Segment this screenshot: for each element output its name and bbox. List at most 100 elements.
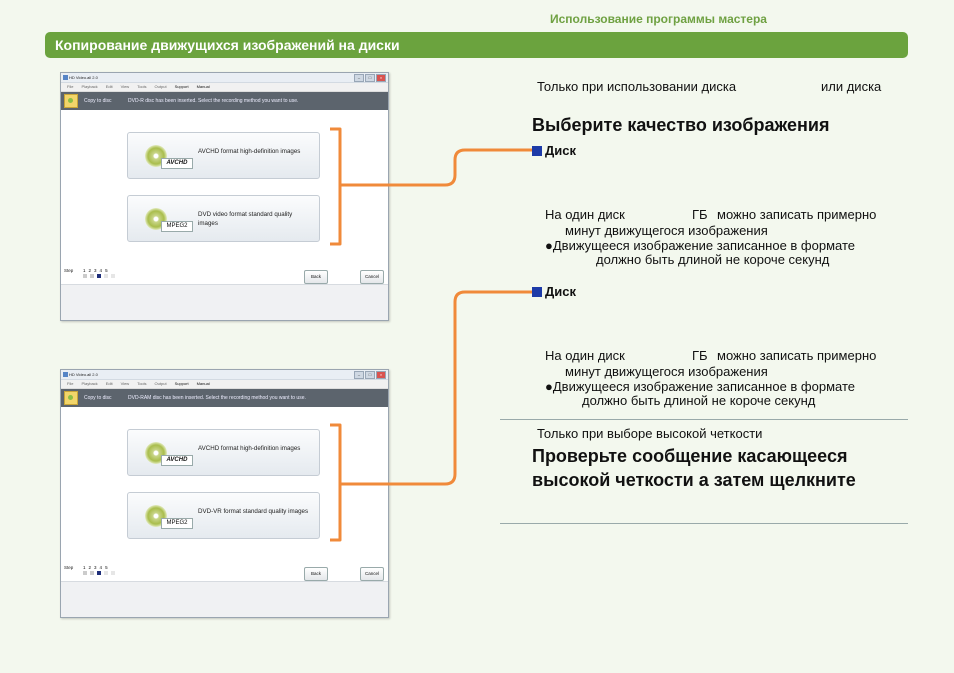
capacity-unit: ГБ bbox=[692, 207, 708, 222]
close-icon[interactable]: × bbox=[376, 371, 386, 379]
step-box bbox=[90, 571, 94, 575]
app-window-dvd-r: HD Video.all 2.0 –□× File Playback Edit … bbox=[60, 72, 389, 321]
topic-bar bbox=[45, 32, 908, 58]
avchd-badge: AVCHD bbox=[161, 158, 193, 169]
step-box bbox=[83, 571, 87, 575]
mpeg2-option-button[interactable]: MPEG2 DVD-VR format standard quality ima… bbox=[127, 492, 320, 539]
step-label: Step bbox=[64, 565, 74, 570]
step-box-current bbox=[97, 274, 101, 278]
note-disc-a: Только при использовании диска bbox=[537, 79, 737, 94]
close-icon[interactable]: × bbox=[376, 74, 386, 82]
step-box bbox=[83, 274, 87, 278]
avchd-option-button[interactable]: AVCHD AVCHD format high-definition image… bbox=[127, 132, 320, 179]
length-note-1: ●Движущееся изображение записанное в фор… bbox=[545, 238, 856, 253]
copy-disc-icon bbox=[64, 391, 78, 405]
mpeg2-badge: MPEG2 bbox=[161, 221, 193, 232]
option-label: DVD video format standard quality images bbox=[198, 211, 293, 227]
option-label: DVD-VR format standard quality images bbox=[198, 508, 309, 515]
option-label: AVCHD format high-definition images bbox=[198, 148, 301, 155]
length-note-1: ●Движущееся изображение записанное в фор… bbox=[545, 379, 856, 394]
menu-playback[interactable]: Playback bbox=[81, 84, 98, 89]
task-name: Copy to disc bbox=[84, 395, 112, 401]
menu-tools[interactable]: Tools bbox=[137, 84, 147, 89]
window-titlebar: HD Video.all 2.0 –□× bbox=[61, 73, 388, 83]
app-icon bbox=[63, 372, 68, 377]
note-disc-b: или диска bbox=[821, 79, 882, 94]
task-message: DVD-RAM disc has been inserted. Select t… bbox=[128, 395, 306, 401]
step-box bbox=[104, 571, 108, 575]
disk-label-2: Диск bbox=[532, 284, 576, 299]
menu-support[interactable]: Support bbox=[174, 381, 189, 386]
note-high-definition: Только при выборе высокой четкости bbox=[537, 426, 763, 441]
maximize-icon[interactable]: □ bbox=[365, 74, 375, 82]
app-window-dvd-ram: HD Video.all 2.0 –□× File Playback Edit … bbox=[60, 369, 389, 618]
menu-edit[interactable]: Edit bbox=[105, 381, 113, 386]
step-number: 2 bbox=[88, 565, 92, 570]
menu-file[interactable]: File bbox=[67, 381, 74, 386]
back-button[interactable]: Back bbox=[304, 567, 328, 581]
maximize-icon[interactable]: □ bbox=[365, 371, 375, 379]
window-footer bbox=[61, 284, 388, 320]
menu-view[interactable]: View bbox=[120, 381, 130, 386]
task-message: DVD-R disc has been inserted. Select the… bbox=[128, 98, 299, 104]
step-number: 5 bbox=[105, 268, 108, 273]
step-number: 4 bbox=[99, 268, 103, 273]
bracket-top bbox=[330, 127, 342, 246]
menu-output[interactable]: Output bbox=[154, 84, 167, 89]
length-note-2: должно быть длиной не короче секунд bbox=[582, 393, 816, 408]
menu-view[interactable]: View bbox=[120, 84, 130, 89]
step-box bbox=[90, 274, 94, 278]
divider bbox=[500, 419, 908, 420]
menu-manual[interactable]: Manual bbox=[196, 84, 210, 89]
step-number: 3 bbox=[94, 565, 97, 570]
cancel-button[interactable]: Cancel bbox=[360, 567, 384, 581]
task-header: Copy to disc DVD-R disc has been inserte… bbox=[61, 92, 388, 110]
minimize-icon[interactable]: – bbox=[354, 371, 364, 379]
capacity-minutes: минут движущегося изображения bbox=[565, 223, 768, 238]
menu-output[interactable]: Output bbox=[154, 381, 167, 386]
mpeg2-option-button[interactable]: MPEG2 DVD video format standard quality … bbox=[127, 195, 320, 242]
avchd-badge: AVCHD bbox=[161, 455, 193, 466]
capacity-text-c: можно записать примерно bbox=[717, 207, 877, 222]
section-title: Использование программы мастера bbox=[550, 12, 767, 26]
heading-check-message-2: высокой четкости а затем щелкните bbox=[532, 470, 856, 490]
minimize-icon[interactable]: – bbox=[354, 74, 364, 82]
step-number: 1 bbox=[83, 268, 86, 273]
avchd-option-button[interactable]: AVCHD AVCHD format high-definition image… bbox=[127, 429, 320, 476]
task-header: Copy to disc DVD-RAM disc has been inser… bbox=[61, 389, 388, 407]
square-bullet-icon bbox=[532, 146, 542, 156]
menu-edit[interactable]: Edit bbox=[105, 84, 113, 89]
step-box bbox=[111, 571, 115, 575]
disk-label-1: Диск bbox=[532, 143, 576, 158]
step-number: 3 bbox=[94, 268, 97, 273]
step-number: 1 bbox=[83, 565, 86, 570]
divider bbox=[500, 523, 908, 524]
window-footer bbox=[61, 581, 388, 617]
menu-playback[interactable]: Playback bbox=[81, 381, 98, 386]
step-label: Step bbox=[64, 268, 74, 273]
step-number: 5 bbox=[105, 565, 108, 570]
menu-bar: File Playback Edit View Tools Output Sup… bbox=[61, 380, 388, 389]
menu-manual[interactable]: Manual bbox=[196, 381, 210, 386]
window-title: HD Video.all 2.0 bbox=[69, 372, 98, 377]
connector-bottom bbox=[340, 290, 532, 486]
dot-bullet-icon: ● bbox=[545, 379, 553, 394]
option-label: AVCHD format high-definition images bbox=[198, 445, 301, 452]
back-button[interactable]: Back bbox=[304, 270, 328, 284]
heading-check-message-1: Проверьте сообщение касающееся bbox=[532, 446, 848, 466]
task-name: Copy to disc bbox=[84, 98, 112, 104]
capacity-text-a: На один диск bbox=[545, 348, 625, 363]
menu-tools[interactable]: Tools bbox=[137, 381, 147, 386]
step-number: 2 bbox=[88, 268, 92, 273]
capacity-text-c: можно записать примерно bbox=[717, 348, 877, 363]
step-indicator: 1 2 3 4 5 bbox=[83, 268, 108, 273]
window-title: HD Video.all 2.0 bbox=[69, 75, 98, 80]
square-bullet-icon bbox=[532, 287, 542, 297]
menu-file[interactable]: File bbox=[67, 84, 74, 89]
menu-support[interactable]: Support bbox=[174, 84, 189, 89]
bracket-bottom bbox=[330, 423, 342, 542]
cancel-button[interactable]: Cancel bbox=[360, 270, 384, 284]
menu-bar: File Playback Edit View Tools Output Sup… bbox=[61, 83, 388, 92]
step-box bbox=[104, 274, 108, 278]
